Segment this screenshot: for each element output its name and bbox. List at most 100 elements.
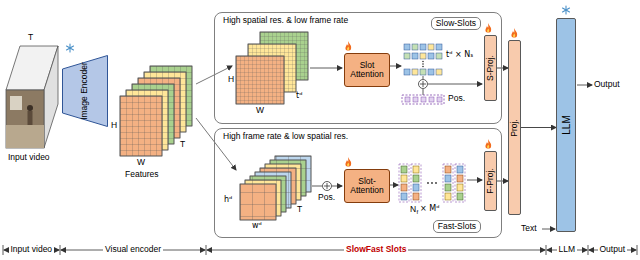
token: [428, 53, 434, 59]
frame-person: [27, 105, 33, 111]
slow-grid: [236, 56, 284, 104]
flow-arrow: [390, 185, 398, 186]
dot: [427, 182, 429, 184]
token: [457, 166, 463, 173]
token: [421, 97, 426, 102]
text-input-label: Text: [521, 224, 537, 233]
flow-arrow: [428, 84, 482, 85]
add-symbol: [419, 80, 428, 89]
add-symbol: [323, 182, 332, 191]
flow-line: [423, 76, 424, 79]
token: [445, 166, 451, 173]
features-label: Features: [125, 170, 159, 179]
trainable-icon: [485, 139, 491, 149]
panel-heading: High spatial res. & low frame rate: [223, 16, 348, 25]
token-count: f: [417, 209, 419, 216]
flow-arrow: [332, 186, 342, 187]
fast-grid: [240, 184, 276, 220]
trapezoid-shape: [63, 56, 108, 127]
frozen-icon: [563, 6, 570, 14]
flow-arrow: [467, 180, 482, 181]
dot: [422, 66, 424, 68]
node-label: Proj.: [510, 119, 519, 136]
dimension-label: tᵈ: [296, 92, 302, 101]
slot-attention-box: Slot-Attention: [344, 169, 390, 203]
dot: [435, 182, 437, 184]
stage-axis: [3, 245, 637, 255]
token: [445, 193, 451, 200]
slow-tokens: [404, 44, 442, 75]
pos-tokens: [405, 97, 442, 102]
token: [404, 69, 410, 75]
ellipsis-dots: [422, 61, 424, 68]
axis-tick: [546, 245, 547, 255]
token-group: [455, 164, 465, 202]
dimension-label: wᵈ: [252, 222, 262, 231]
token: [429, 97, 434, 102]
llm-box: LLM: [556, 18, 576, 232]
feature-frame: [120, 96, 162, 156]
token: [436, 44, 442, 50]
token: [413, 193, 419, 200]
text-input-arrow: [542, 229, 555, 230]
axis-tick: [588, 245, 589, 255]
add-symbol: [420, 81, 426, 87]
token: [413, 184, 419, 191]
axis-tick: [60, 245, 61, 255]
pos-embedding: [402, 95, 444, 104]
frame-window: [10, 96, 22, 110]
flow-arrow: [390, 66, 401, 67]
token: [428, 44, 434, 50]
video-cube: [6, 46, 58, 148]
video-frame: [6, 90, 44, 148]
dimension-label: T: [28, 33, 33, 42]
axis-tick: [206, 245, 207, 255]
slow-volume: [236, 32, 308, 104]
token: [436, 69, 442, 75]
token-group: [399, 164, 409, 202]
axis-tick: [637, 245, 638, 255]
token: [413, 175, 419, 182]
add-symbol: [324, 183, 330, 189]
flow-connector: [521, 127, 556, 128]
flow-line: [312, 186, 322, 187]
dot: [422, 61, 424, 63]
dimension-label: H: [228, 75, 234, 84]
dimension-label: H: [111, 121, 117, 130]
token: [445, 184, 451, 191]
token: [404, 44, 410, 50]
token: [401, 166, 407, 173]
token: [420, 44, 426, 50]
projection-box: Proj.: [508, 40, 521, 215]
trainable-icon: [345, 41, 351, 51]
stage-label: Output: [598, 245, 628, 254]
token: [413, 97, 418, 102]
node-label: Slot Attention: [347, 61, 387, 80]
encoder-trapezoid: Image Encoder: [62, 55, 108, 127]
token: [457, 184, 463, 191]
axis-tick: [3, 245, 4, 255]
token: [457, 193, 463, 200]
flow-connector: [497, 181, 508, 182]
token: [420, 53, 426, 59]
token: [401, 175, 407, 182]
token: [428, 69, 434, 75]
dimension-label: hᵈ: [224, 196, 232, 205]
token: [457, 175, 463, 182]
trainable-icon: [485, 23, 491, 33]
dimension-label: T: [180, 140, 185, 149]
pos-label: Pos.: [448, 94, 465, 103]
panel-heading: High frame rate & low spatial res.: [223, 132, 348, 141]
token-group: [443, 164, 453, 202]
slot-attention-box: Slot Attention: [344, 53, 390, 87]
token-count: tᵈ × Nₛ: [446, 51, 473, 60]
fast-frame: [240, 184, 276, 220]
trainable-icon: [511, 28, 517, 38]
token: [401, 184, 407, 191]
projection-box: S-Proj.: [484, 35, 497, 101]
stage-label: LLM: [557, 245, 578, 254]
output-arrow: [577, 85, 592, 86]
stage-label: SlowFast Slots: [344, 245, 408, 254]
token: [412, 69, 418, 75]
